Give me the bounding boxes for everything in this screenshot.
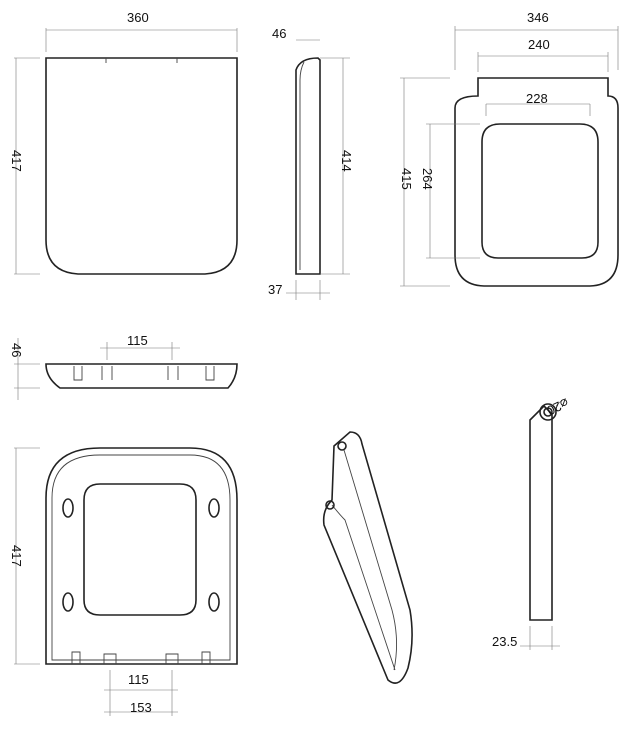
dim-side-thickness: 46 (272, 26, 286, 41)
dim-seat-inner-width: 228 (526, 91, 548, 106)
dim-seat-inner-height: 264 (420, 168, 435, 190)
dim-seat-height: 415 (399, 168, 414, 190)
lid-side-view: 46 414 37 (268, 26, 354, 300)
dim-bottom-height: 417 (9, 545, 24, 567)
dim-seat-hinge-width: 240 (528, 37, 550, 52)
dim-bottom-hinge-spacing: 115 (128, 672, 149, 687)
dim-seat-outer-width: 346 (527, 10, 549, 25)
seat-top-view: 346 240 228 264 415 (399, 10, 619, 287)
dim-side-base: 37 (268, 282, 282, 297)
hinge-side-view: ⌀20 23.5 (492, 395, 571, 650)
rear-view: 46 115 (9, 333, 238, 400)
dim-rear-height: 46 (9, 343, 24, 357)
dim-bottom-hinge-outer: 153 (130, 700, 152, 715)
dim-hinge-offset: 23.5 (492, 634, 517, 649)
lid-top-view: 360 417 (9, 10, 238, 275)
isometric-view (322, 431, 413, 684)
dim-rear-hinge-spacing: 115 (127, 333, 148, 348)
dim-hinge-diameter: ⌀20 (545, 395, 572, 418)
hinge-icon (539, 403, 557, 421)
dim-side-height: 414 (339, 150, 354, 172)
dim-top-height: 417 (9, 150, 24, 172)
bottom-view: 417 115 153 (9, 447, 238, 716)
dim-top-width: 360 (127, 10, 149, 25)
